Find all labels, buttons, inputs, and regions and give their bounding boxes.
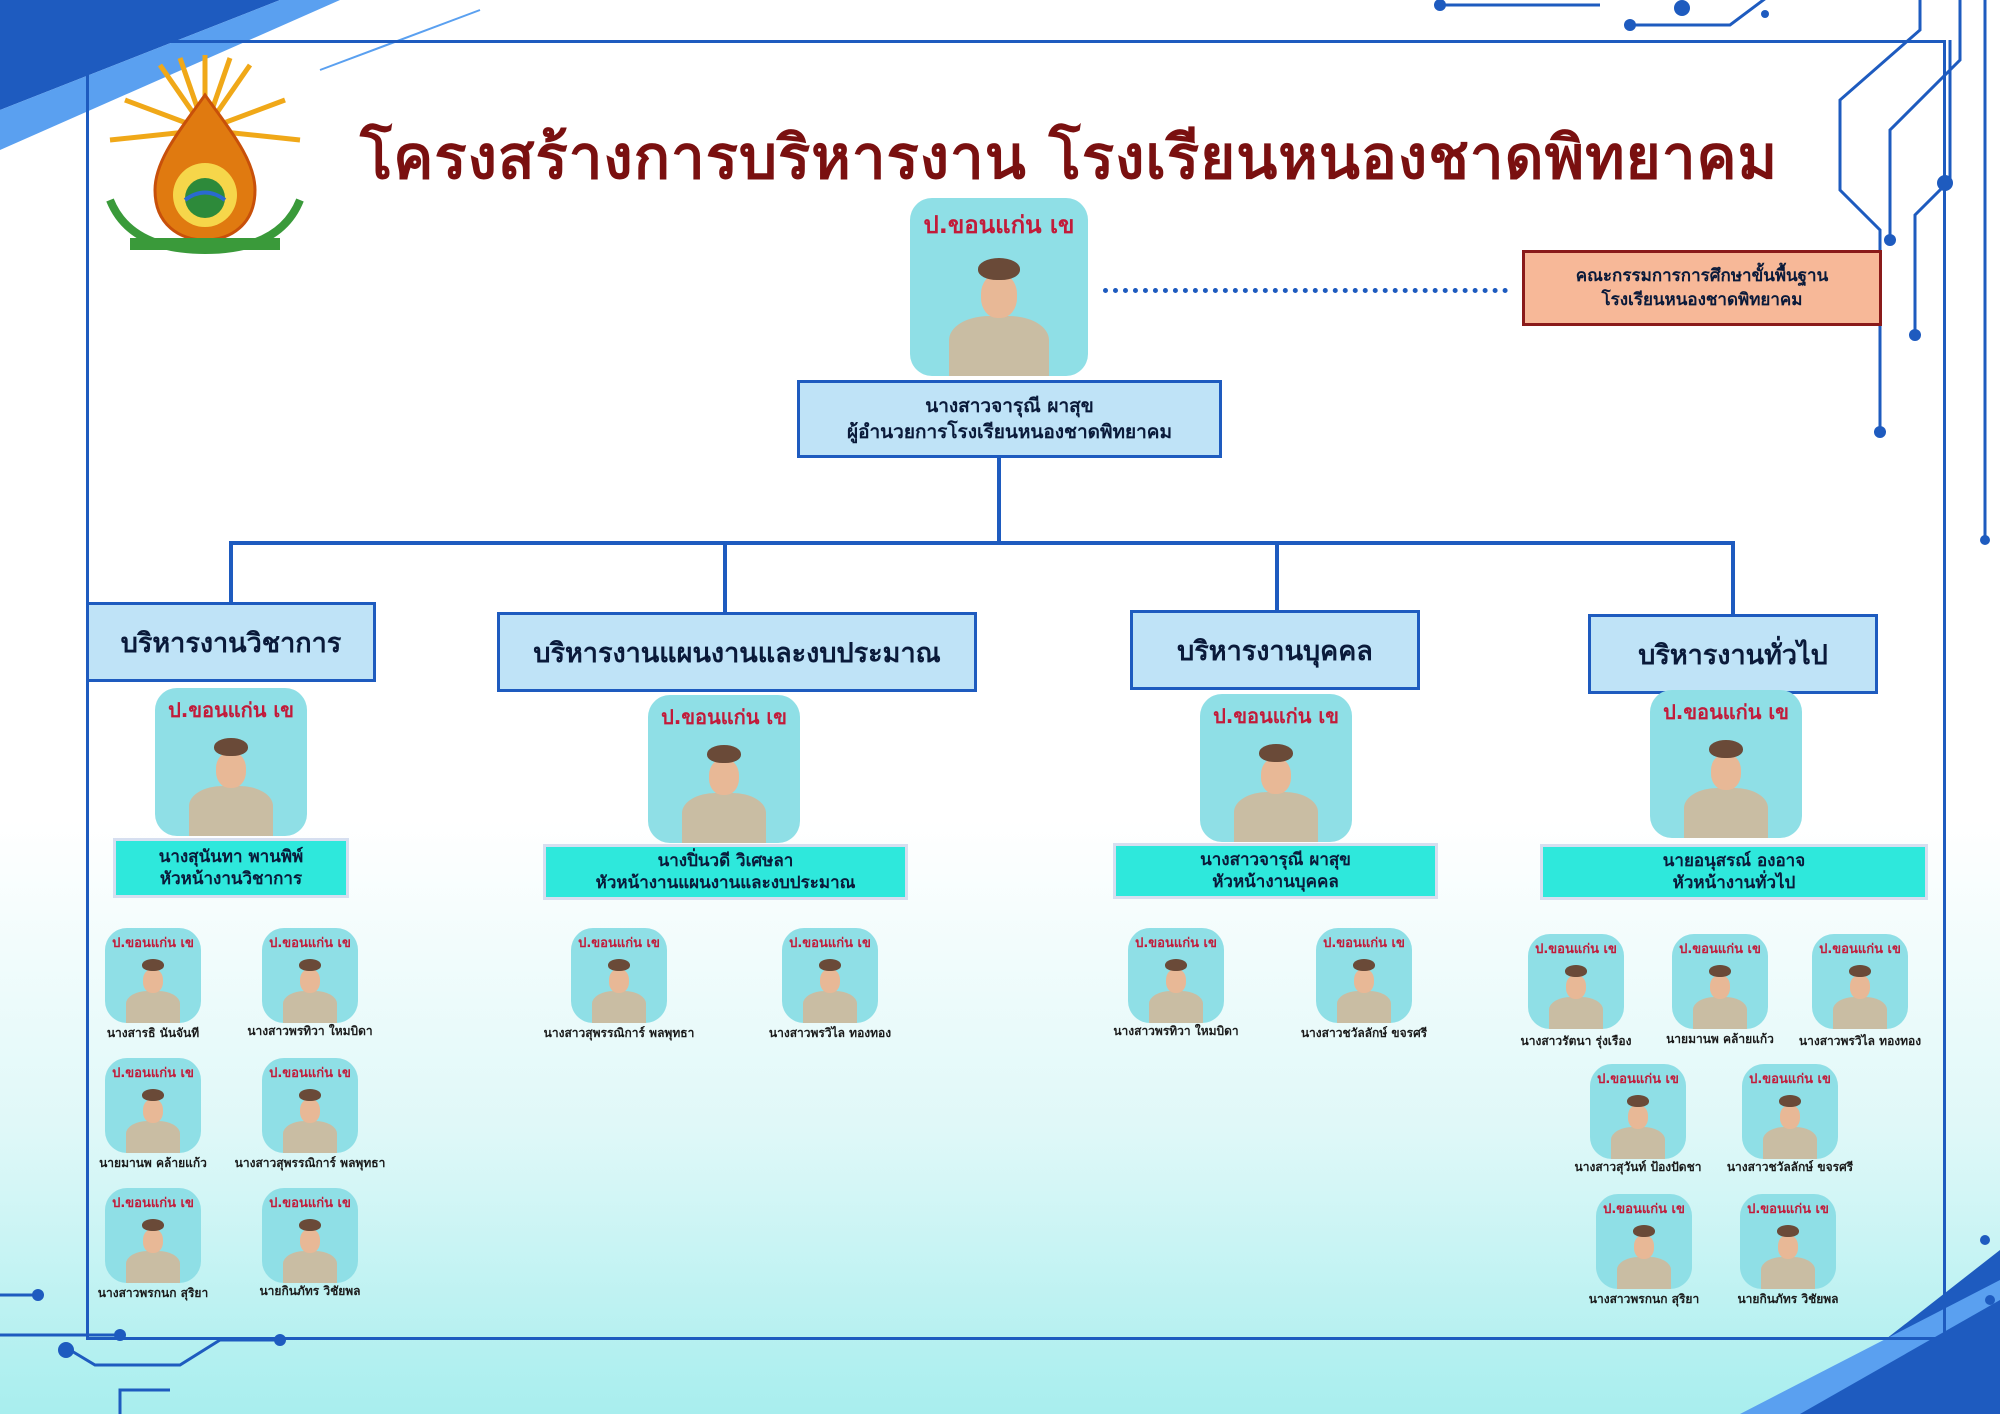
member-photo: ป.ขอนแก่น เข (262, 1058, 358, 1153)
dept-general-head-photo: ป.ขอนแก่น เข (1650, 690, 1802, 838)
director-position: ผู้อำนวยการโรงเรียนหนองชาดพิทยาคม (846, 421, 1173, 443)
member-name: นางสาวชวัลลักษ์ ขจรศรี (1726, 1160, 1854, 1174)
dept-personnel: บริหารงานบุคคล (1130, 610, 1420, 690)
dept-planning-budget: บริหารงานแผนงานและงบประมาณ (497, 612, 977, 692)
member-photo: ป.ขอนแก่น เข (1316, 928, 1412, 1023)
director-name: นางสาวจารุณี ผาสุข (925, 395, 1094, 417)
school-logo-icon (106, 55, 304, 255)
member-name: นายกินภัทร วิชัยพล (1737, 1292, 1839, 1306)
member-photo: ป.ขอนแก่น เข (1742, 1064, 1838, 1159)
member-photo: ป.ขอนแก่น เข (105, 928, 201, 1023)
dept-academic-head-box: นางสุนันทา พานพิพ์หัวหน้างานวิชาการ (113, 838, 349, 898)
member-name: นางสาวพรวิไล ทองทอง (1798, 1034, 1922, 1048)
dept-personnel-head-box: นางสาวจารุณี ผาสุขหัวหน้างานบุคคล (1113, 843, 1438, 899)
member-name: นายกินภัทร วิชัยพล (259, 1284, 361, 1298)
member-photo: ป.ขอนแก่น เข (1740, 1194, 1836, 1289)
member-name: นางสาวชวัลลักษ์ ขจรศรี (1300, 1026, 1428, 1040)
director-box: นางสาวจารุณี ผาสุข ผู้อำนวยการโรงเรียนหน… (797, 380, 1222, 458)
dept-personnel-head-photo: ป.ขอนแก่น เข (1200, 694, 1352, 842)
dept-general: บริหารงานทั่วไป (1588, 614, 1878, 694)
member-name: นางสาวสุพรรณิการ์ พลพุทธา (234, 1156, 386, 1170)
member-name: นางสาวพรทิวา ใหมบิดา (1113, 1024, 1239, 1038)
member-name: นางสาวพรกนก สุริยา (97, 1286, 209, 1300)
member-photo: ป.ขอนแก่น เข (262, 928, 358, 1023)
board-line2: โรงเรียนหนองชาดพิทยาคม (1601, 290, 1803, 310)
page-title: โครงสร้างการบริหารงาน โรงเรียนหนองชาดพิท… (360, 123, 1779, 193)
director-photo: ป.ขอนแก่น เข (910, 198, 1088, 376)
dept-academic: บริหารงานวิชาการ (86, 602, 376, 682)
member-photo: ป.ขอนแก่น เข (105, 1188, 201, 1283)
member-name: นางสาวพรทิวา ใหมบิดา (247, 1024, 373, 1038)
board-line1: คณะกรรมการการศึกษาขั้นพื้นฐาน (1575, 266, 1829, 286)
member-photo: ป.ขอนแก่น เข (782, 928, 878, 1023)
member-photo: ป.ขอนแก่น เข (105, 1058, 201, 1153)
member-photo: ป.ขอนแก่น เข (1672, 934, 1768, 1029)
member-photo: ป.ขอนแก่น เข (1590, 1064, 1686, 1159)
member-name: นางสาวสุวันท์ ป้องปัดชา (1574, 1160, 1702, 1174)
member-photo: ป.ขอนแก่น เข (262, 1188, 358, 1283)
member-photo: ป.ขอนแก่น เข (1596, 1194, 1692, 1289)
dept-academic-head-photo: ป.ขอนแก่น เข (155, 688, 307, 836)
dept-general-head-box: นายอนุสรณ์ องอาจหัวหน้างานทั่วไป (1540, 844, 1928, 900)
member-name: นางสาวสุพรรณิการ์ พลพุทธา (543, 1026, 695, 1040)
content-frame (86, 40, 1946, 1340)
member-name: นางสารธิ นันจันที (106, 1026, 200, 1040)
member-photo: ป.ขอนแก่น เข (1128, 928, 1224, 1023)
dept-planning-head-box: นางปิ่นวดี วิเศษลาหัวหน้างานแผนงานและงบป… (543, 844, 908, 900)
member-name: นายมานพ คล้ายแก้ว (1666, 1032, 1774, 1046)
board-box: คณะกรรมการการศึกษาขั้นพื้นฐาน โรงเรียนหน… (1522, 250, 1882, 326)
member-photo: ป.ขอนแก่น เข (1528, 934, 1624, 1029)
member-photo: ป.ขอนแก่น เข (571, 928, 667, 1023)
member-name: นายมานพ คล้ายแก้ว (99, 1156, 207, 1170)
member-name: นางสาวพรกนก สุริยา (1588, 1292, 1700, 1306)
member-name: นางสาวรัตนา รุ่งเรือง (1520, 1034, 1632, 1048)
member-name: นางสาวพรวิไล ทองทอง (768, 1026, 892, 1040)
dept-planning-head-photo: ป.ขอนแก่น เข (648, 695, 800, 843)
member-photo: ป.ขอนแก่น เข (1812, 934, 1908, 1029)
